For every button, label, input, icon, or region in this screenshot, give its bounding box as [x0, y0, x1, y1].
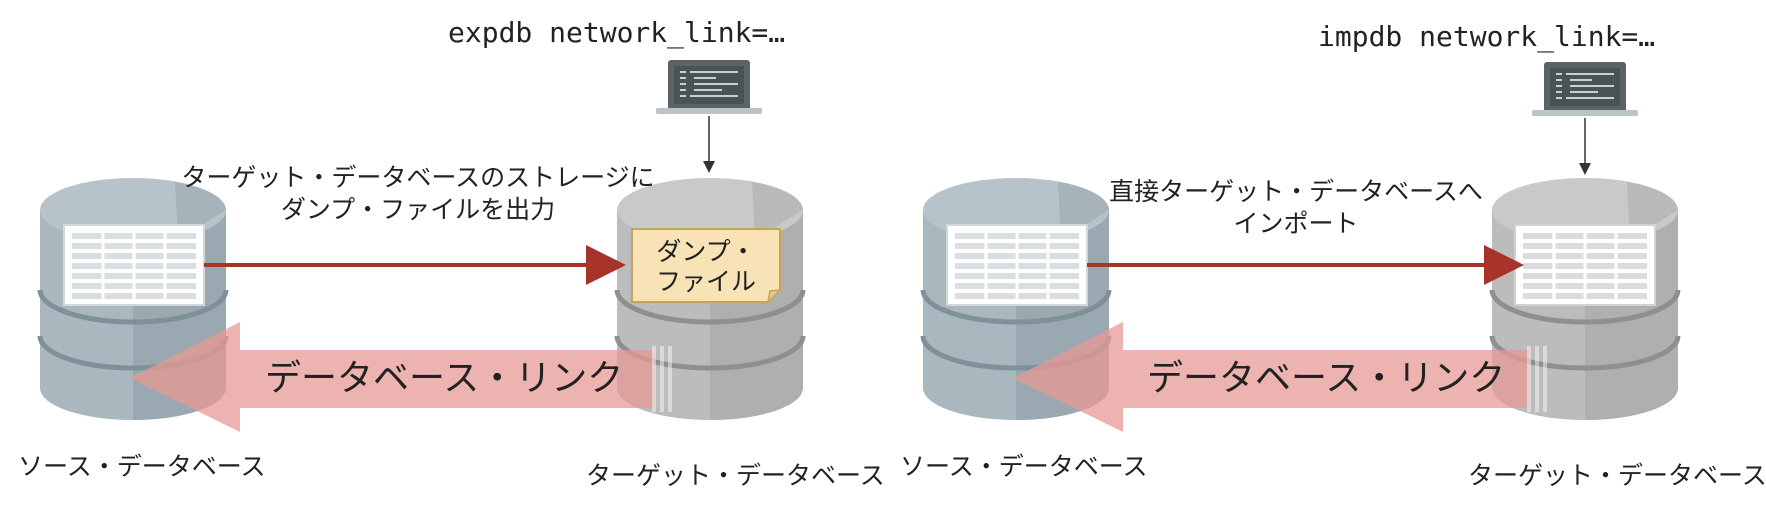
- target-database: [1489, 178, 1681, 420]
- laptop-icon: [1532, 62, 1638, 116]
- left-panel: expdb network_link=…: [18, 16, 885, 490]
- export-caption-line1: ターゲット・データベースのストレージに: [181, 163, 654, 192]
- dump-file-label-line1: ダンプ・: [656, 237, 755, 266]
- target-database-label: ターゲット・データベース: [586, 461, 885, 490]
- dump-file-label-line2: ファイル: [656, 267, 756, 296]
- target-database-label: ターゲット・データベース: [1468, 461, 1766, 490]
- import-command: impdb network_link=…: [1318, 20, 1655, 54]
- database-link-label: データベース・リンク: [1147, 358, 1505, 399]
- source-database-label: ソース・データベース: [900, 452, 1148, 481]
- laptop-icon: [656, 60, 762, 114]
- source-database: [37, 178, 229, 420]
- right-panel: impdb network_link=…: [900, 20, 1766, 490]
- export-command: expdb network_link=…: [448, 16, 785, 50]
- dump-file-icon: [631, 228, 783, 305]
- source-database: [920, 178, 1112, 420]
- import-caption-line2: インポート: [1233, 209, 1358, 238]
- database-link-arrow: [1013, 322, 1547, 432]
- source-database-label: ソース・データベース: [18, 452, 266, 481]
- database-link-arrow: [130, 322, 672, 432]
- export-caption-line2: ダンプ・ファイルを出力: [281, 195, 555, 224]
- import-caption-line1: 直接ターゲット・データベースへ: [1109, 177, 1483, 206]
- database-link-label: データベース・リンク: [265, 358, 623, 399]
